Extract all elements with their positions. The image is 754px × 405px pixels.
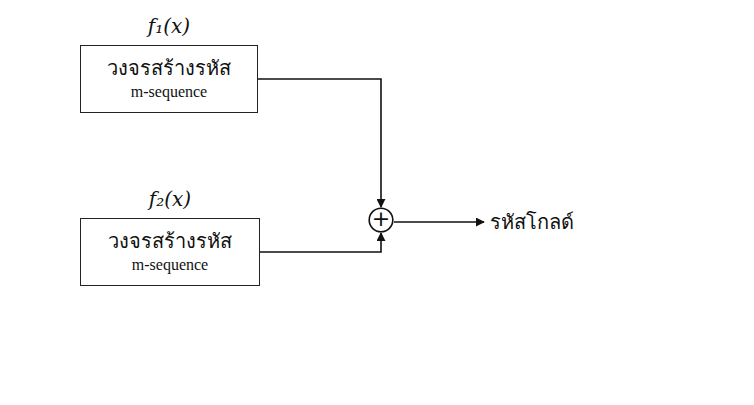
output-text: รหัสโกลด์ [490, 206, 574, 238]
polynomial-label: f₁(x) [81, 14, 257, 38]
signal-line [260, 233, 381, 252]
generator-box: f₂(x)วงจรสร้างรหัสm-sequence [80, 218, 260, 286]
box-text: วงจรสร้างรหัส [108, 228, 232, 255]
generator-box: f₁(x)วงจรสร้างรหัสm-sequence [80, 45, 258, 113]
box-text: m-sequence [132, 255, 208, 276]
signal-line [258, 79, 381, 207]
xor-circle: + [368, 207, 394, 233]
box-text: m-sequence [131, 82, 207, 103]
polynomial-label: f₂(x) [81, 187, 259, 211]
signal-line [394, 221, 484, 223]
xor-circle-outline [369, 208, 393, 232]
xor-symbol: + [372, 208, 390, 230]
box-text: วงจรสร้างรหัส [107, 55, 231, 82]
output-label: รหัสโกลด์ [490, 206, 574, 238]
